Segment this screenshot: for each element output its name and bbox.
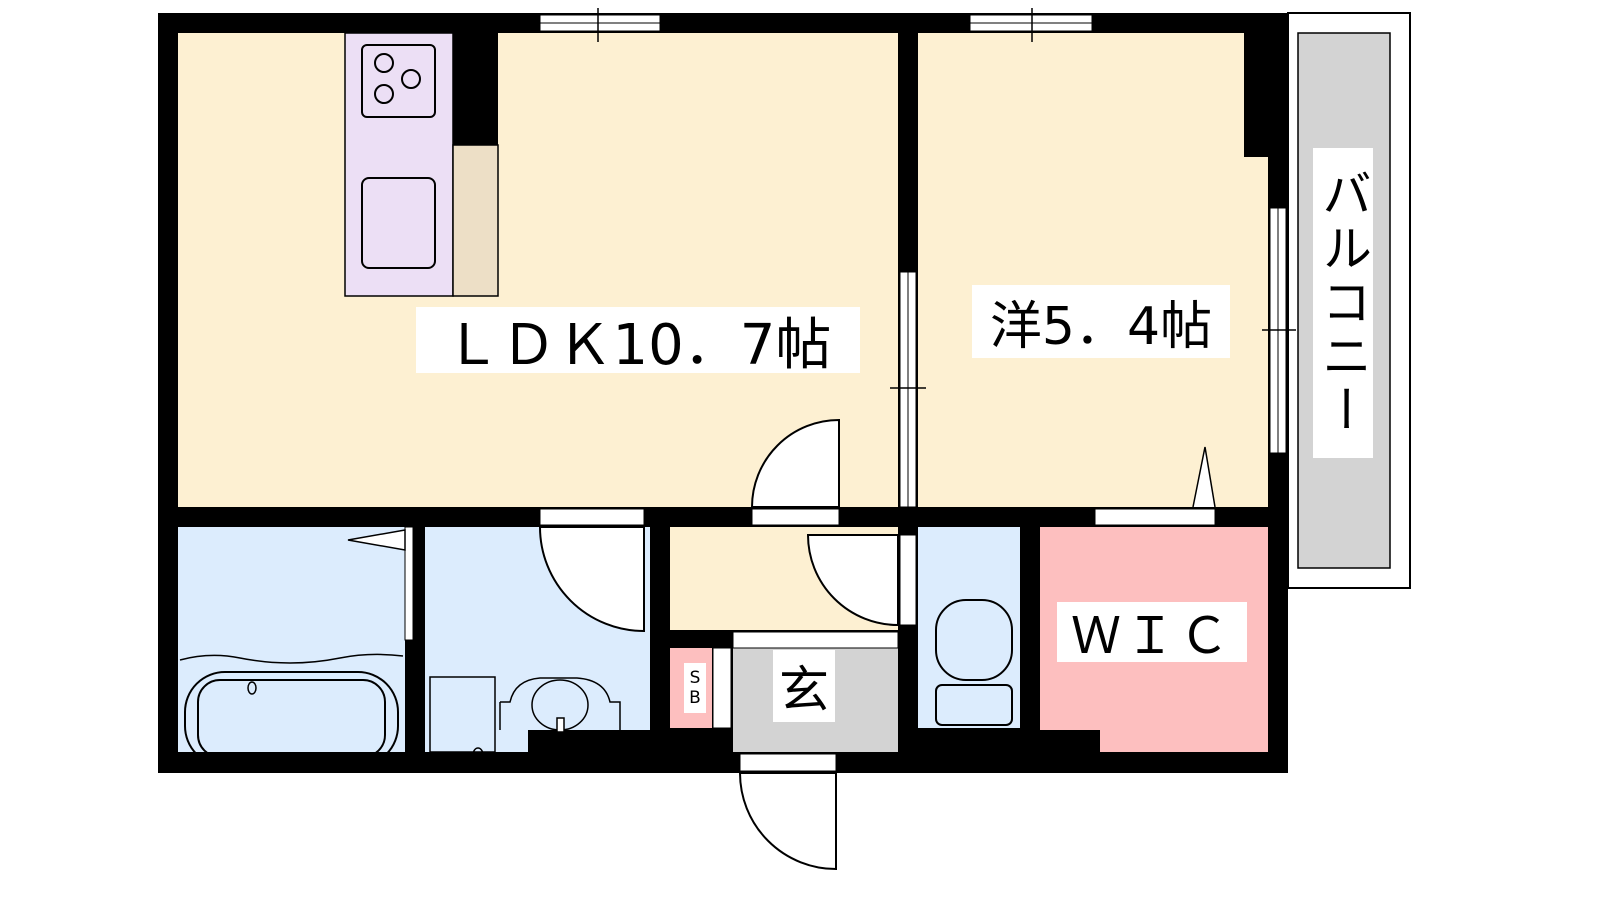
door-toilet[interactable] xyxy=(806,534,917,627)
door-washroom[interactable] xyxy=(538,508,645,633)
sink-icon xyxy=(361,177,436,269)
window-western xyxy=(969,8,1093,42)
drain-icon xyxy=(472,747,484,763)
shoe-box-door xyxy=(712,647,732,729)
burner-icon xyxy=(401,69,421,89)
sliding-door-ldk-western[interactable] xyxy=(890,271,926,508)
window-ldk xyxy=(539,8,661,42)
entrance-label: 玄 xyxy=(773,650,835,722)
faucet-icon xyxy=(556,717,565,733)
front-door[interactable] xyxy=(738,753,837,871)
washing-machine-icon xyxy=(429,676,496,753)
drain-icon xyxy=(247,681,257,695)
bathtub-inner-icon xyxy=(197,679,386,758)
western-room-floor xyxy=(918,33,1244,507)
window-balcony xyxy=(1262,207,1296,454)
washroom-black xyxy=(528,730,650,752)
stove-icon xyxy=(361,44,436,118)
door-bath[interactable] xyxy=(347,526,414,641)
balcony-label: バルコニー xyxy=(1313,148,1373,458)
kitchen-pillar xyxy=(453,33,498,145)
bathroom-floor xyxy=(178,527,405,752)
western-room-label: 洋5．4帖 xyxy=(972,285,1230,358)
bathtub-icon xyxy=(179,653,404,664)
toilet-floor xyxy=(918,527,1020,728)
door-wic[interactable] xyxy=(1094,446,1216,526)
ldk-label: ＬＤＫ10．7帖 xyxy=(416,307,860,378)
burner-icon xyxy=(374,84,394,104)
burner-icon xyxy=(374,53,394,73)
wic-label: ＷＩＣ xyxy=(1057,602,1247,665)
counter-side xyxy=(452,144,499,297)
bathtub-icon xyxy=(184,671,399,767)
toilet-icon xyxy=(935,599,1013,681)
ldk-floor xyxy=(178,33,898,507)
entrance-step xyxy=(732,631,899,649)
washbasin-icon xyxy=(499,677,621,730)
toilet-tank-icon xyxy=(935,684,1013,726)
western-room-floor-2 xyxy=(1244,157,1268,507)
door-ldk-hall[interactable] xyxy=(750,418,840,526)
wic-floor-2 xyxy=(1100,730,1268,752)
shoe-box-label: SB xyxy=(684,663,706,713)
